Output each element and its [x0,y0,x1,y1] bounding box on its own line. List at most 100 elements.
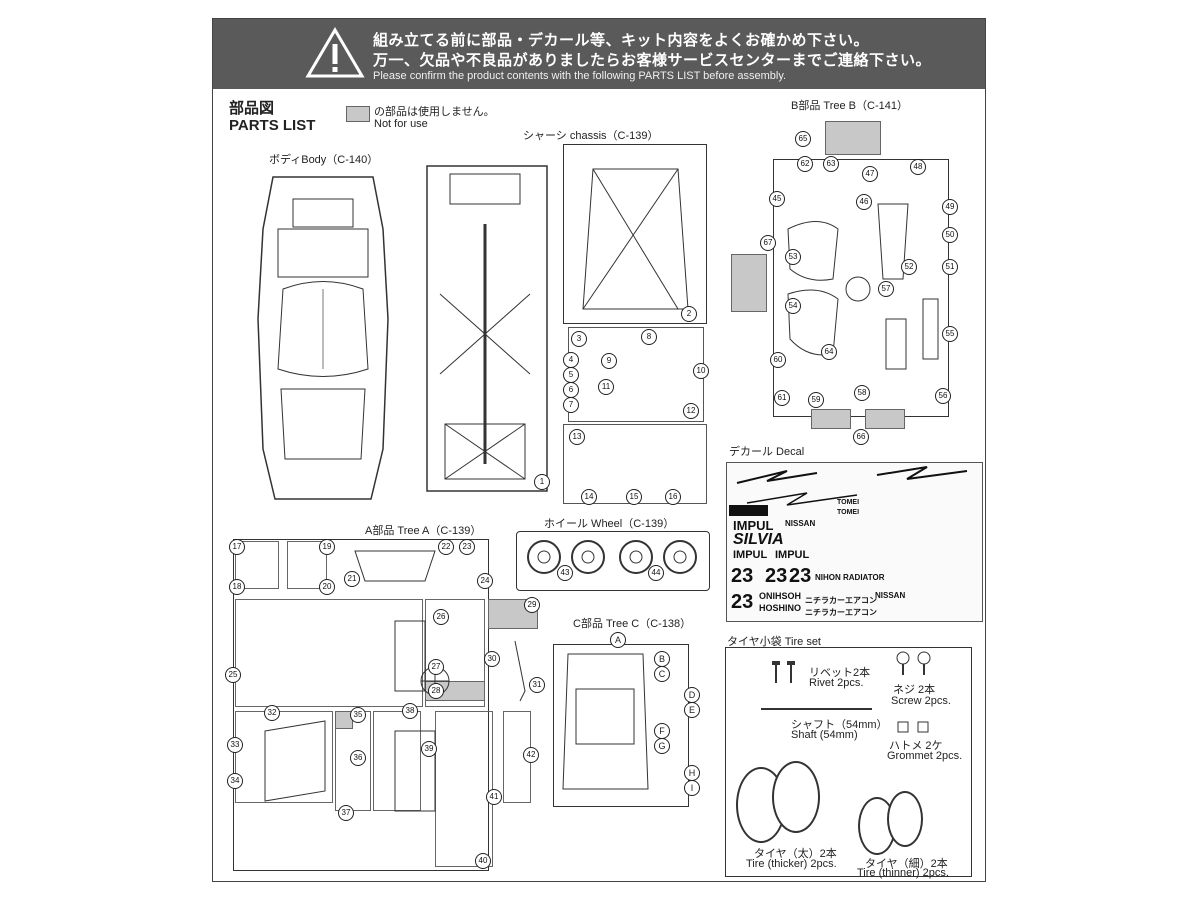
parts-list-sheet: 組み立てる前に部品・デカール等、キット内容をよくお確かめ下さい。 万一、欠品や不… [212,18,986,882]
section-label-chassis: シャーシ chassis（C-139） [523,130,659,142]
decal-text-impul-2: IMPUL [733,549,768,561]
part-number-38: 38 [402,703,418,719]
not-for-use-legend-jp: の部品は使用しません。 [374,106,495,118]
section-label-tree-a: A部品 Tree A（C-139） [365,525,482,537]
part-number-47: 47 [862,166,878,182]
shaft-label-en: Shaft (54mm) [791,729,858,741]
part-number-45: 45 [769,191,785,207]
tree-c-letter-h: H [684,765,700,781]
part-number-16: 16 [665,489,681,505]
tree-c-letter-g: G [654,738,670,754]
tree-c-letter-d: D [684,687,700,703]
part-number-39: 39 [421,741,437,757]
rivet-icon [772,661,795,683]
tree-a-cell-17 [235,541,279,589]
tire-thin-back [887,791,923,847]
shaft-icon [761,708,872,710]
rivet-label-jp: リベット2本 [809,667,871,679]
tree-c-window-drawing [562,653,649,790]
tree-a-parts-drawing [264,550,526,812]
screw-icon [896,651,931,675]
tree-c-letter-b: B [654,651,670,667]
part-number-37: 37 [338,805,354,821]
part-number-66: 66 [853,429,869,445]
part-number-22: 22 [438,539,454,555]
part-number-4: 4 [563,352,579,368]
part-number-1: 1 [534,474,550,490]
decal-text-nichiraka-2: ニチラカーエアコン [805,608,877,617]
tree-b-unused-part-65 [825,121,881,155]
shaft-label-jp: シャフト（54mm） [791,719,888,731]
tree-a-floor-panel [235,599,423,707]
warning-banner: 組み立てる前に部品・デカール等、キット内容をよくお確かめ下さい。 万一、欠品や不… [213,19,985,89]
roll-cage-drawing [582,168,689,310]
tree-a-cell-19 [287,541,327,589]
decal-sheet: TOMEI TOMEI IMPUL NISSAN SILVIA IMPUL IM… [726,462,983,622]
grommet-label-jp: ハトメ 2ケ [889,740,943,752]
part-number-48: 48 [910,159,926,175]
part-number-12: 12 [683,403,699,419]
tire-thin-label-en: Tire (thinner) 2pcs. [857,867,949,879]
section-label-tire-set: タイヤ小袋 Tire set [727,636,821,648]
part-number-56: 56 [935,388,951,404]
part-number-6: 6 [563,382,579,398]
part-number-34: 34 [227,773,243,789]
part-number-51: 51 [942,259,958,275]
part-number-8: 8 [641,329,657,345]
not-for-use-swatch [346,106,370,122]
tree-b-unused-part-67 [731,254,767,312]
part-number-49: 49 [942,199,958,215]
part-number-44: 44 [648,565,664,581]
part-number-67: 67 [760,235,776,251]
parts-list-title-jp: 部品図 [229,100,275,117]
part-number-64: 64 [821,344,837,360]
part-number-27: 27 [428,659,444,675]
part-number-26: 26 [433,609,449,625]
part-number-58: 58 [854,385,870,401]
grommet-label-en: Grommet 2pcs. [887,750,963,762]
part-number-9: 9 [601,353,617,369]
tree-c-letter-f: F [654,723,670,739]
screw-label-en: Screw 2pcs. [891,695,951,707]
part-number-7: 7 [563,397,579,413]
wheel-parts-drawing [527,540,697,574]
decal-text-nihon-radiator: NIHON RADIATOR [815,573,885,582]
tire-thin-label-jp: タイヤ（細）2本 [865,858,948,870]
decal-number-23-d: 23 [731,591,754,613]
warning-triangle-icon [305,27,365,78]
part-number-60: 60 [770,352,786,368]
part-number-46: 46 [856,194,872,210]
part-number-18: 18 [229,579,245,595]
decal-number-23-c: 23 [789,565,812,587]
tire-thick-label-jp: タイヤ（太）2本 [754,848,837,860]
part-number-20: 20 [319,579,335,595]
tree-a-cell-33 [235,711,333,803]
part-number-54: 54 [785,298,801,314]
parts-list-title-en: PARTS LIST [229,117,316,134]
part-number-10: 10 [693,363,709,379]
decal-text-impul-3: IMPUL [775,549,810,561]
decal-text-onihsoh: ONIHSOH [759,591,802,601]
chassis-small-parts-sprue [568,327,704,422]
part-number-13: 13 [569,429,585,445]
not-for-use-legend-en: Not for use [374,118,428,130]
part-number-63: 63 [823,156,839,172]
part-number-36: 36 [350,750,366,766]
part-number-15: 15 [626,489,642,505]
part-number-11: 11 [598,379,614,395]
part-number-28: 28 [428,683,444,699]
rivet-label-en: Rivet 2pcs. [809,677,864,689]
part-number-41: 41 [486,789,502,805]
part-number-30: 30 [484,651,500,667]
part-number-14: 14 [581,489,597,505]
decal-number-23-a: 23 [731,565,754,587]
part-number-50: 50 [942,227,958,243]
tree-b-unused-part-66b [865,409,905,429]
part-number-40: 40 [475,853,491,869]
tire-thick-back [772,761,820,833]
section-label-body: ボディBody（C-140） [269,154,379,166]
part-number-52: 52 [901,259,917,275]
part-number-42: 42 [523,747,539,763]
tire-thick-label-en: Tire (thicker) 2pcs. [746,858,837,870]
part-number-24: 24 [477,573,493,589]
